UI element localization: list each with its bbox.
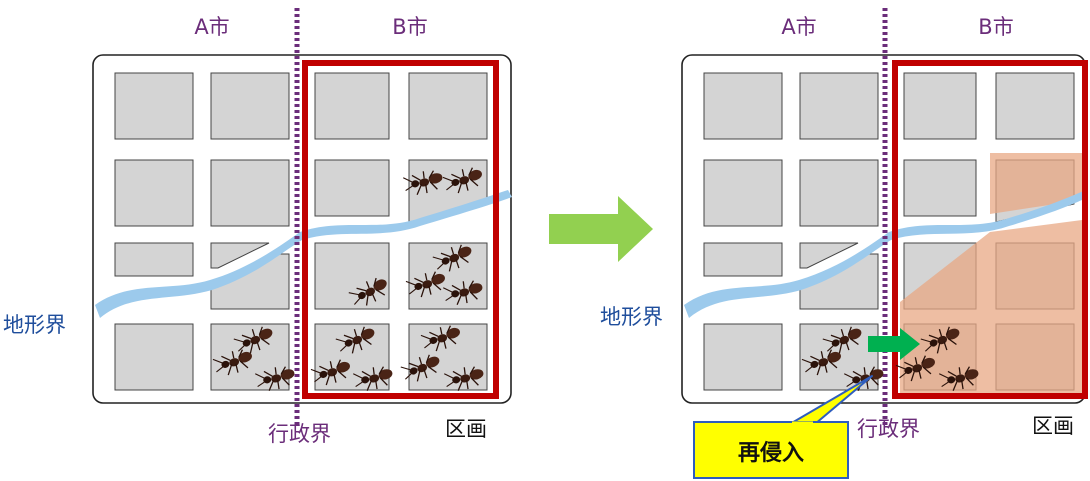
block <box>210 72 290 140</box>
admin-boundary-label: 行政界 <box>857 417 920 441</box>
admin-boundary-label: 行政界 <box>268 422 331 446</box>
block <box>903 72 977 140</box>
block <box>114 72 194 140</box>
block <box>114 242 194 277</box>
treated-zone <box>900 220 1082 394</box>
block <box>114 159 194 227</box>
city-a-label: A市 <box>194 15 229 39</box>
block <box>995 72 1075 140</box>
block <box>799 72 879 140</box>
block <box>703 72 783 140</box>
block <box>408 72 488 140</box>
block <box>314 159 390 217</box>
city-b-label: B市 <box>978 15 1013 39</box>
block <box>903 159 977 217</box>
terrain-boundary-label: 地形界 <box>3 313 66 337</box>
block-label: 区画 <box>1032 414 1074 438</box>
block <box>408 242 488 310</box>
block-label: 区画 <box>445 417 487 441</box>
block-grid <box>114 72 488 391</box>
block <box>799 159 879 227</box>
block <box>703 242 783 277</box>
block <box>314 72 390 140</box>
district-frame <box>302 60 499 399</box>
callout-label: 再侵入 <box>738 440 804 466</box>
district-frame <box>892 60 1088 399</box>
treated-zone <box>990 153 1082 214</box>
block <box>799 242 859 269</box>
right-panel: 再侵入 A市 B市 地形界 行政界 区画 <box>600 8 1088 479</box>
river <box>95 190 512 318</box>
block <box>210 159 290 227</box>
city-a-label: A市 <box>781 15 816 39</box>
city-b-label: B市 <box>392 15 427 39</box>
block <box>314 242 390 310</box>
terrain-boundary-label: 地形界 <box>600 305 663 329</box>
block <box>703 323 783 391</box>
block <box>114 323 194 391</box>
block <box>703 159 783 227</box>
block <box>210 242 270 269</box>
river <box>684 190 1088 318</box>
left-panel: A市 B市 地形界 行政界 区画 <box>3 8 512 446</box>
right-arrow-icon <box>868 328 920 360</box>
right-arrow-icon <box>549 196 653 262</box>
callout-box <box>693 421 849 479</box>
